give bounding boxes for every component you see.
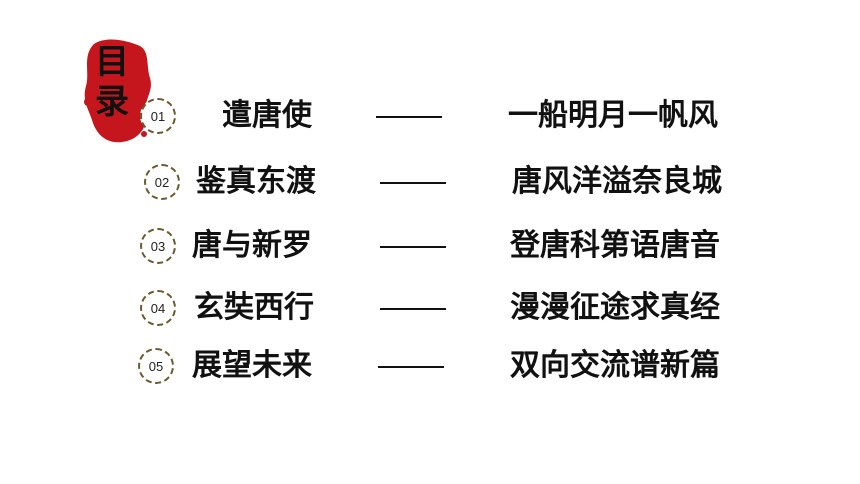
item-topic: 玄奘西行 (194, 290, 314, 325)
catalog-title: 目 录 (92, 42, 132, 122)
catalog-seal: 目 录 (80, 36, 158, 144)
item-description: 登唐科第语唐音 (510, 228, 720, 263)
item-topic: 鉴真东渡 (196, 164, 316, 199)
catalog-title-char-1: 目 (95, 42, 129, 82)
list-item[interactable]: 04 玄奘西行 漫漫征途求真经 (0, 288, 860, 336)
red-seal-icon (84, 39, 151, 143)
item-topic: 遣唐使 (222, 98, 312, 133)
catalog-title-char-2: 录 (95, 82, 129, 122)
item-number-badge: 03 (140, 228, 176, 264)
item-number-badge: 01 (140, 98, 176, 134)
list-item[interactable]: 05 展望未来 双向交流谱新篇 (0, 346, 860, 394)
item-dash-divider (380, 308, 446, 310)
item-number-badge: 04 (140, 290, 176, 326)
item-topic: 展望未来 (192, 348, 312, 383)
list-item[interactable]: 01 遣唐使 一船明月一帆风 (0, 96, 860, 144)
item-dash-divider (380, 182, 446, 184)
item-number-badge: 05 (138, 348, 174, 384)
item-description: 漫漫征途求真经 (510, 290, 720, 325)
item-dash-divider (378, 366, 444, 368)
list-item[interactable]: 02 鉴真东渡 唐风洋溢奈良城 (0, 162, 860, 210)
item-dash-divider (376, 116, 442, 118)
item-dash-divider (380, 246, 446, 248)
item-description: 唐风洋溢奈良城 (512, 164, 722, 199)
list-item[interactable]: 03 唐与新罗 登唐科第语唐音 (0, 226, 860, 274)
item-topic: 唐与新罗 (192, 228, 312, 263)
item-description: 一船明月一帆风 (508, 98, 718, 133)
item-number-badge: 02 (144, 164, 180, 200)
item-description: 双向交流谱新篇 (510, 348, 720, 383)
